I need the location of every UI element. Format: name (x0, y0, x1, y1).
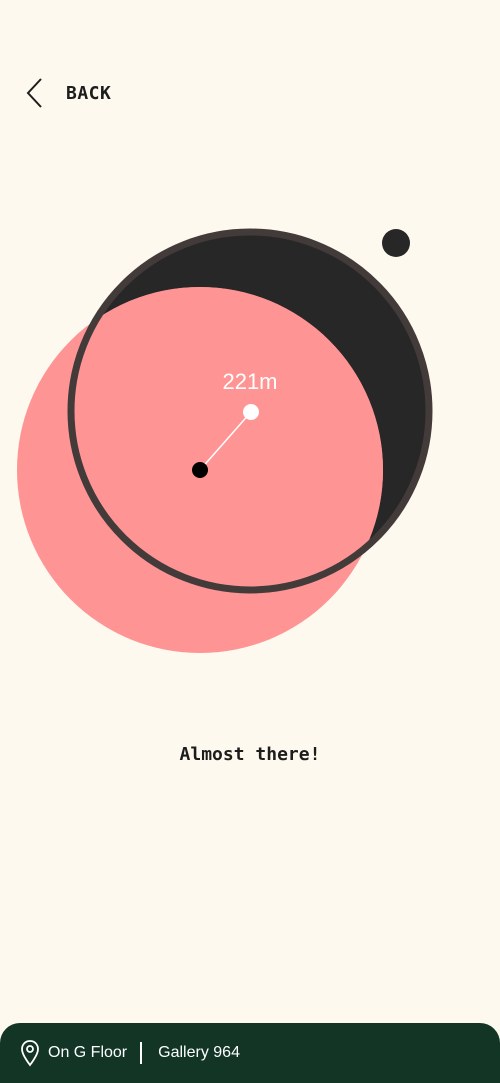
target-dot (243, 404, 259, 420)
gallery-label: Gallery 964 (158, 1044, 240, 1061)
distance-label: 221m (222, 369, 277, 394)
user-dot (192, 462, 208, 478)
location-bar[interactable]: On G Floor Gallery 964 (0, 1023, 500, 1083)
chevron-left-icon (26, 78, 42, 108)
status-message: Almost there! (179, 744, 321, 765)
divider (140, 1042, 143, 1064)
floor-label: On G Floor (48, 1044, 128, 1061)
back-button[interactable]: BACK (24, 74, 111, 112)
distance-line (199, 411, 252, 471)
proximity-graphic: 221m (17, 228, 433, 653)
back-label: BACK (66, 82, 112, 104)
map-pin-icon (20, 1039, 40, 1067)
target-ring (67, 228, 433, 594)
compass-dot (382, 229, 410, 257)
